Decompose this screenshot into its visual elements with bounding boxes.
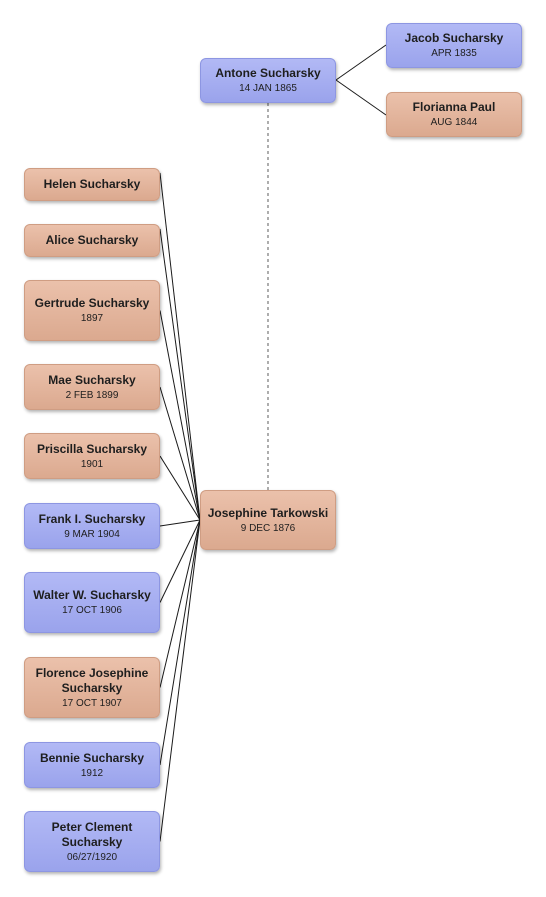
node-jacob-sucharsky[interactable]: Jacob Sucharsky APR 1835: [386, 23, 522, 68]
child-date: 17 OCT 1906: [62, 605, 122, 616]
link-mother-to-child-3: [159, 386, 201, 521]
child-date: 17 OCT 1907: [62, 697, 122, 709]
child-node[interactable]: Helen Sucharsky: [24, 168, 160, 201]
person-date: AUG 1844: [430, 117, 478, 128]
link-father-to-grandfather: [335, 44, 387, 81]
node-josephine-tarkowski[interactable]: Josephine Tarkowski 9 DEC 1876: [200, 490, 336, 550]
link-mother-to-child-1: [159, 228, 201, 521]
child-node[interactable]: Bennie Sucharsky 1912: [24, 742, 160, 788]
link-mother-to-child-5: [159, 519, 201, 527]
child-date: 06/27/1920: [66, 851, 118, 863]
child-node[interactable]: Florence Josephine Sucharsky 17 OCT 1907: [24, 657, 160, 718]
child-date: 9 MAR 1904: [64, 528, 120, 540]
child-date: 1912: [80, 767, 104, 779]
child-date: 1901: [80, 458, 104, 470]
link-mother-to-child-2: [159, 310, 201, 521]
child-name: Alice Sucharsky: [45, 233, 139, 247]
person-date: 14 JAN 1865: [239, 83, 297, 94]
child-name: Florence Josephine Sucharsky: [35, 665, 149, 695]
child-name: Bennie Sucharsky: [39, 750, 145, 765]
child-node[interactable]: Alice Sucharsky: [24, 224, 160, 257]
child-name: Priscilla Sucharsky: [36, 441, 148, 456]
child-node[interactable]: Gertrude Sucharsky 1897: [24, 280, 160, 341]
child-date: 1897: [80, 313, 104, 324]
child-name: Gertrude Sucharsky: [34, 296, 150, 310]
link-mother-to-child-9: [159, 519, 201, 842]
link-mother-to-child-8: [159, 519, 201, 766]
person-name: Antone Sucharsky: [215, 66, 321, 80]
link-mother-to-child-7: [159, 519, 201, 688]
person-name: Josephine Tarkowski: [207, 505, 329, 520]
link-mother-to-child-0: [159, 172, 201, 521]
person-date: 9 DEC 1876: [240, 522, 296, 534]
child-name: Helen Sucharsky: [43, 177, 141, 191]
person-date: APR 1835: [431, 48, 477, 59]
person-name: Florianna Paul: [412, 100, 496, 114]
link-father-to-grandmother: [335, 79, 387, 116]
child-node[interactable]: Frank I. Sucharsky 9 MAR 1904: [24, 503, 160, 549]
child-name: Walter W. Sucharsky: [33, 588, 151, 602]
child-date: 2 FEB 1899: [65, 389, 119, 401]
child-node[interactable]: Walter W. Sucharsky 17 OCT 1906: [24, 572, 160, 633]
child-name: Mae Sucharsky: [48, 372, 136, 387]
link-mother-to-child-4: [159, 455, 201, 521]
child-node[interactable]: Priscilla Sucharsky 1901: [24, 433, 160, 479]
child-node[interactable]: Mae Sucharsky 2 FEB 1899: [24, 364, 160, 410]
node-antone-sucharsky[interactable]: Antone Sucharsky 14 JAN 1865: [200, 58, 336, 103]
person-name: Jacob Sucharsky: [404, 31, 504, 45]
node-florianna-paul[interactable]: Florianna Paul AUG 1844: [386, 92, 522, 137]
child-node[interactable]: Peter Clement Sucharsky 06/27/1920: [24, 811, 160, 872]
link-mother-to-child-6: [159, 519, 201, 603]
child-name: Frank I. Sucharsky: [38, 511, 146, 526]
child-name: Peter Clement Sucharsky: [51, 819, 133, 849]
